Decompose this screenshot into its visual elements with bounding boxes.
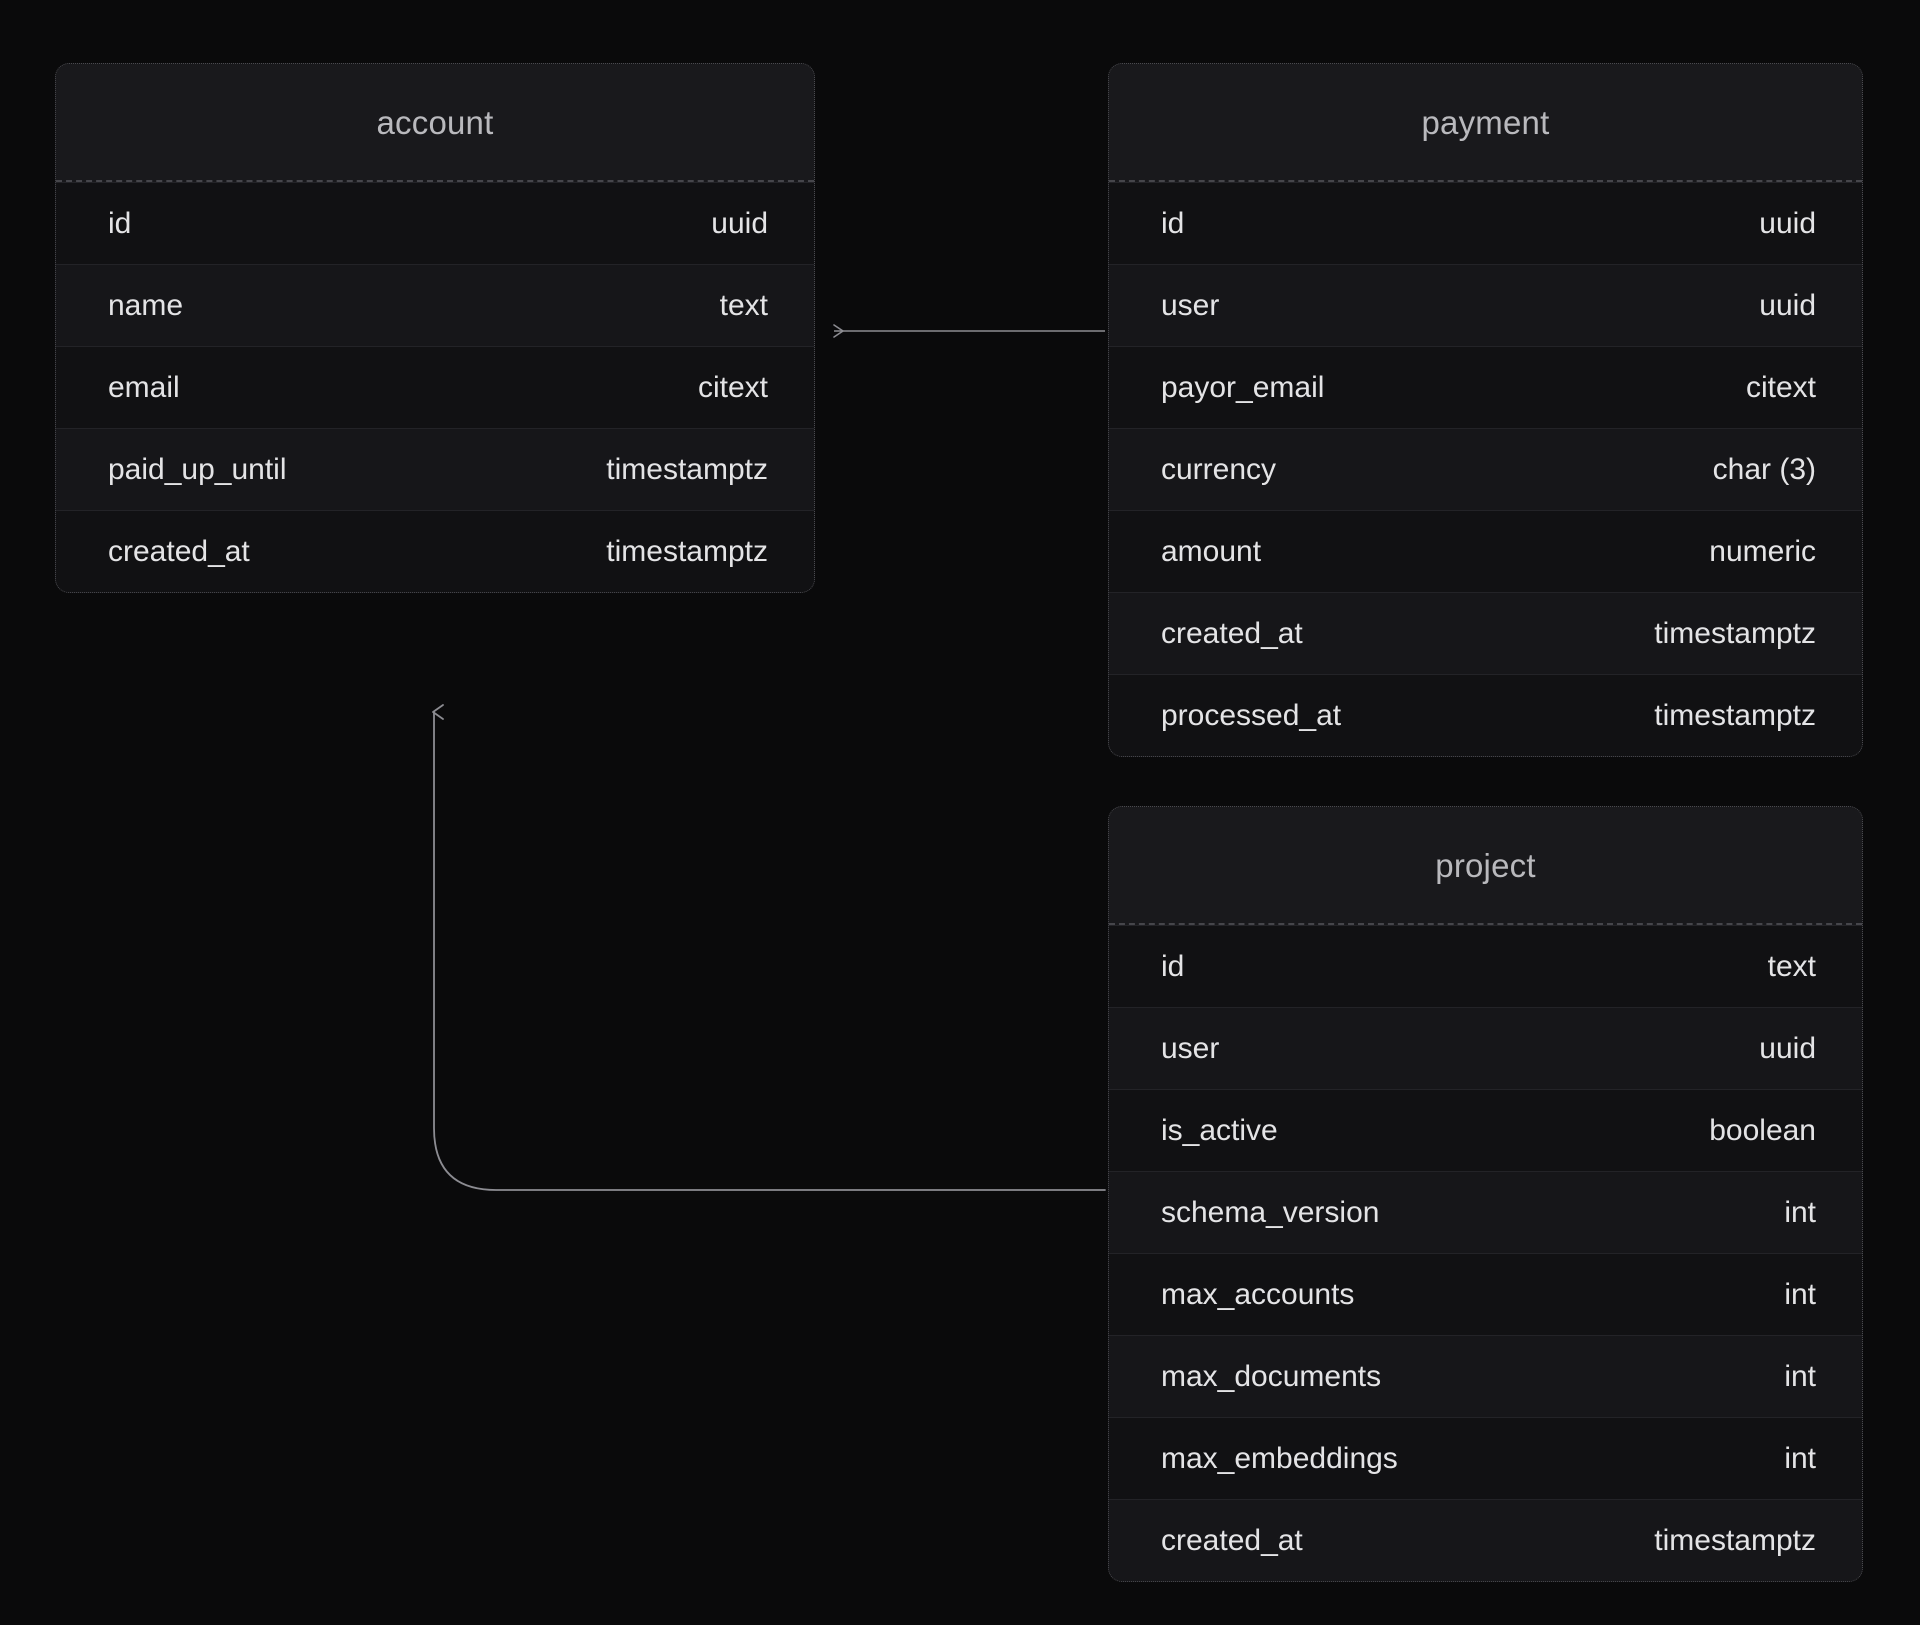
table-row[interactable]: processed_at timestamptz xyxy=(1109,674,1862,756)
field-type: int xyxy=(1784,1359,1816,1393)
table-row[interactable]: email citext xyxy=(56,346,814,428)
table-row[interactable]: id text xyxy=(1109,925,1862,1007)
entity-project-title: project xyxy=(1435,847,1536,884)
entity-account-title: account xyxy=(376,104,494,141)
field-type: timestamptz xyxy=(606,534,768,568)
field-name: created_at xyxy=(108,534,250,568)
table-row[interactable]: created_at timestamptz xyxy=(1109,592,1862,674)
field-name: is_active xyxy=(1161,1113,1278,1147)
table-row[interactable]: created_at timestamptz xyxy=(1109,1499,1862,1581)
field-type: int xyxy=(1784,1441,1816,1475)
table-row[interactable]: payor_email citext xyxy=(1109,346,1862,428)
table-row[interactable]: max_embeddings int xyxy=(1109,1417,1862,1499)
table-row[interactable]: user uuid xyxy=(1109,264,1862,346)
field-type: timestamptz xyxy=(1654,616,1816,650)
table-row[interactable]: name text xyxy=(56,264,814,346)
field-type: timestamptz xyxy=(1654,1523,1816,1557)
entity-account-header: account xyxy=(56,64,814,182)
field-name: max_documents xyxy=(1161,1359,1382,1393)
field-name: created_at xyxy=(1161,1523,1303,1557)
field-type: timestamptz xyxy=(1654,698,1816,732)
field-name: paid_up_until xyxy=(108,452,287,486)
entity-payment-header: payment xyxy=(1109,64,1862,182)
field-type: citext xyxy=(1745,370,1816,404)
field-type: text xyxy=(1767,949,1816,983)
field-type: citext xyxy=(697,370,768,404)
table-row[interactable]: schema_version int xyxy=(1109,1171,1862,1253)
table-row[interactable]: is_active boolean xyxy=(1109,1089,1862,1171)
field-type: text xyxy=(719,288,768,322)
field-type: numeric xyxy=(1709,534,1816,568)
field-name: max_accounts xyxy=(1161,1277,1355,1311)
entity-payment-title: payment xyxy=(1421,104,1550,141)
field-type: uuid xyxy=(1759,1031,1816,1065)
field-name: id xyxy=(108,206,132,240)
field-name: payor_email xyxy=(1161,370,1325,404)
entity-payment[interactable]: payment id uuid user uuid payor_email ci… xyxy=(1108,63,1863,757)
field-type: char (3) xyxy=(1712,452,1816,486)
table-row[interactable]: id uuid xyxy=(1109,182,1862,264)
field-name: name xyxy=(108,288,184,322)
header-divider xyxy=(1109,923,1862,925)
table-row[interactable]: currency char (3) xyxy=(1109,428,1862,510)
field-name: processed_at xyxy=(1161,698,1342,732)
table-row[interactable]: id uuid xyxy=(56,182,814,264)
table-row[interactable]: created_at timestamptz xyxy=(56,510,814,592)
field-type: int xyxy=(1784,1195,1816,1229)
field-name: id xyxy=(1161,206,1185,240)
field-name: currency xyxy=(1161,452,1277,486)
header-divider xyxy=(56,180,814,182)
field-name: created_at xyxy=(1161,616,1303,650)
table-row[interactable]: max_documents int xyxy=(1109,1335,1862,1417)
field-type: uuid xyxy=(1759,206,1816,240)
entity-project-header: project xyxy=(1109,807,1862,925)
edge-project-to-account xyxy=(432,704,1106,1191)
field-type: timestamptz xyxy=(606,452,768,486)
table-row[interactable]: max_accounts int xyxy=(1109,1253,1862,1335)
entity-project[interactable]: project id text user uuid is_active bool… xyxy=(1108,806,1863,1582)
field-type: uuid xyxy=(1759,288,1816,322)
field-name: user xyxy=(1161,1031,1220,1065)
field-name: amount xyxy=(1161,534,1262,568)
header-divider xyxy=(1109,180,1862,182)
field-type: int xyxy=(1784,1277,1816,1311)
field-name: schema_version xyxy=(1161,1195,1380,1229)
field-type: uuid xyxy=(711,206,768,240)
entity-account[interactable]: account id uuid name text email citext p… xyxy=(55,63,815,593)
table-row[interactable]: amount numeric xyxy=(1109,510,1862,592)
field-type: boolean xyxy=(1709,1113,1816,1147)
field-name: email xyxy=(108,370,180,404)
field-name: id xyxy=(1161,949,1185,983)
table-row[interactable]: paid_up_until timestamptz xyxy=(56,428,814,510)
table-row[interactable]: user uuid xyxy=(1109,1007,1862,1089)
field-name: user xyxy=(1161,288,1220,322)
field-name: max_embeddings xyxy=(1161,1441,1398,1475)
